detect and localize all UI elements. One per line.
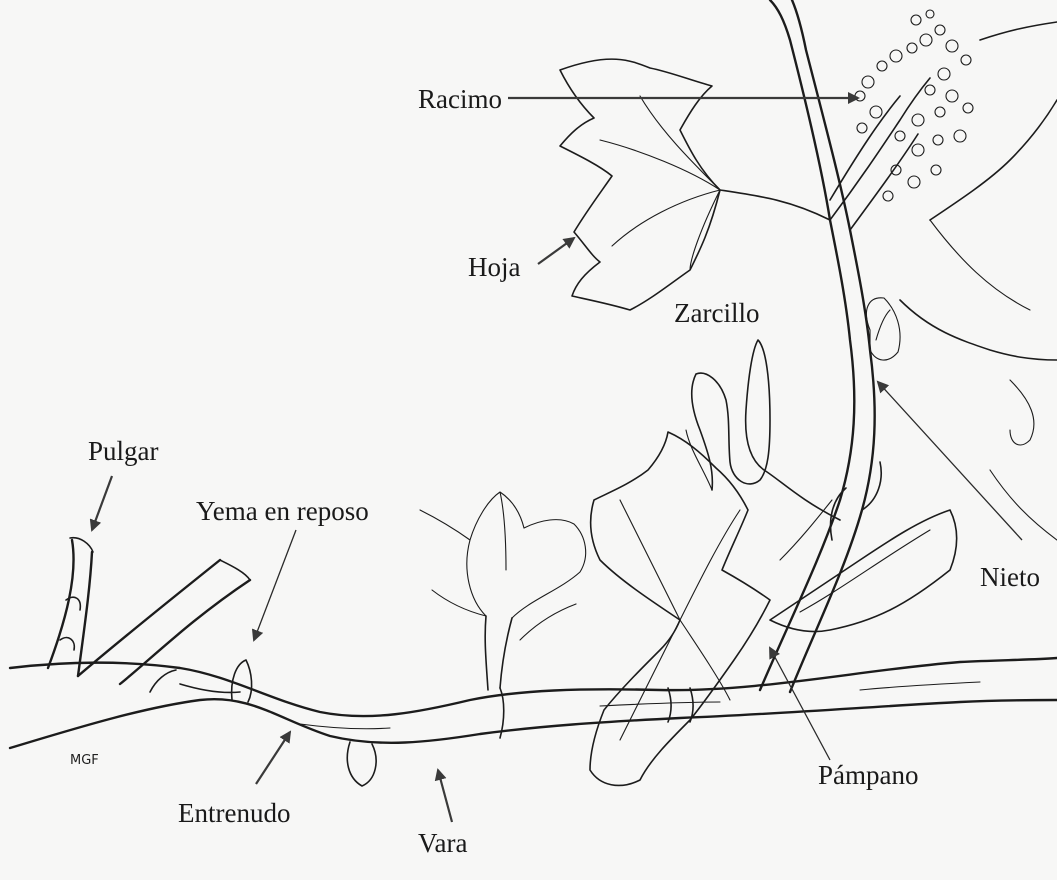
artist-signature: MGF [70, 753, 99, 768]
label-arrows [92, 98, 1022, 822]
vara-arrow [438, 770, 452, 822]
cluster-drawing [830, 10, 973, 201]
label-hoja: Hoja [468, 252, 521, 282]
lower-leaf-drawing [590, 432, 957, 785]
label-yema-en-reposo: Yema en reposo [196, 496, 369, 526]
nieto-arrow [878, 382, 1022, 540]
bud-drawing [150, 660, 376, 786]
cane-drawing [10, 658, 1057, 748]
hoja-arrow [538, 238, 574, 264]
shoot-drawing [760, 0, 930, 692]
label-nieto: Nieto [980, 562, 1040, 592]
label-pampano: Pámpano [818, 760, 919, 790]
label-entrenudo: Entrenudo [178, 798, 290, 828]
leaf-drawing [560, 59, 830, 310]
label-zarcillo: Zarcillo [674, 298, 759, 328]
entrenudo-arrow [256, 732, 290, 784]
young-shoot-drawing [420, 492, 586, 690]
pampano-arrow [770, 648, 830, 760]
label-vara: Vara [418, 828, 467, 858]
right-leaf-drawing [900, 22, 1057, 540]
tendril-drawing [686, 340, 840, 520]
label-racimo: Racimo [418, 84, 502, 114]
pulgar-arrow [92, 476, 112, 530]
label-pulgar: Pulgar [88, 436, 159, 466]
yema-arrow [254, 530, 296, 640]
lateral-shoot-drawing [866, 298, 900, 360]
